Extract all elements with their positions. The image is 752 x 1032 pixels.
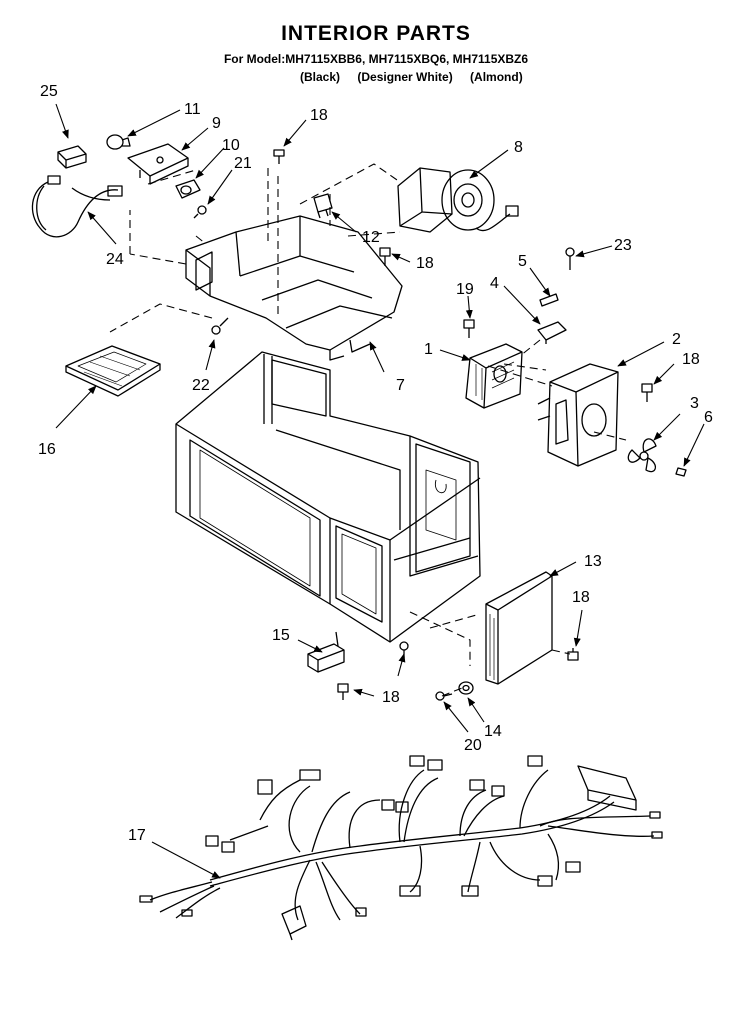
part-5-pin (539, 293, 559, 307)
callout-9: 9 (212, 115, 221, 132)
part-15-bracket (307, 631, 345, 673)
callout-22: 22 (192, 377, 210, 394)
callout-16: 16 (38, 441, 56, 458)
part-16-filter (65, 345, 161, 397)
callout-15: 15 (272, 627, 290, 644)
color-designer-white: (Designer White) (357, 70, 453, 84)
callout-21: 21 (234, 155, 252, 172)
model-line: For Model:MH7115XBB6, MH7115XBQ6, MH7115… (223, 52, 529, 66)
part-17-main-wire-harness (139, 755, 663, 941)
callout-10: 10 (222, 137, 240, 154)
part-22-screw (211, 317, 229, 335)
part-24-wire-harness (31, 175, 123, 238)
part-4-thermostat (537, 321, 567, 344)
part-13-side-panel (485, 571, 553, 685)
part-18-screw-housing (641, 383, 653, 402)
part-23-screw (565, 247, 575, 270)
callout-7: 7 (396, 377, 405, 394)
part-2-fan-housing (537, 363, 619, 467)
part-20-screw (435, 691, 453, 701)
callout-2: 2 (672, 331, 681, 348)
callout-25: 25 (40, 83, 58, 100)
callout-leaders (55, 103, 705, 879)
callout-11: 11 (184, 101, 201, 118)
callout-8: 8 (514, 139, 523, 156)
callout-18-bottom: 18 (382, 689, 400, 706)
part-3-fan-blade (627, 438, 657, 473)
callout-17: 17 (128, 827, 146, 844)
callout-23: 23 (614, 237, 632, 254)
part-8-blower-motor (397, 167, 519, 233)
part-12-switch (313, 193, 333, 219)
callout-3: 3 (690, 395, 699, 412)
color-black: (Black) (300, 70, 341, 84)
part-11-light-bulb (106, 134, 131, 150)
page-title: INTERIOR PARTS (281, 22, 471, 45)
callout-4: 4 (490, 275, 499, 292)
callout-24: 24 (106, 251, 124, 268)
color-almond: (Almond) (470, 70, 523, 84)
callout-12: 12 (362, 229, 380, 246)
callout-6: 6 (704, 409, 713, 426)
callout-13: 13 (584, 553, 602, 570)
part-14-grommet (458, 681, 474, 695)
callout-18-housing: 18 (682, 351, 700, 368)
part-21-screw (193, 205, 207, 219)
part-1-magnetron (465, 343, 523, 409)
assembly-guide-lines (109, 163, 627, 441)
callout-19: 19 (456, 281, 474, 298)
callout-18-top: 18 (310, 107, 328, 124)
callout-5: 5 (518, 253, 527, 270)
color-variants: (Black) (Designer White) (Almond) (300, 70, 537, 84)
callout-1: 1 (424, 341, 433, 358)
part-18-screw-duct (379, 247, 391, 266)
part-10-lamp-socket (175, 179, 201, 199)
callout-20: 20 (464, 737, 482, 754)
part-18-screw-bottom (337, 683, 349, 700)
oven-cavity (175, 351, 481, 643)
part-9-lamp-bracket (127, 143, 189, 185)
callout-14: 14 (484, 723, 502, 740)
callout-18-panel: 18 (572, 589, 590, 606)
part-7-air-duct (185, 215, 403, 361)
part-25-connector-block (57, 145, 87, 169)
callout-18-duct: 18 (416, 255, 434, 272)
part-18-screw-panel (567, 648, 579, 661)
part-6-clip (675, 467, 687, 477)
part-19-screw (463, 319, 475, 338)
part-18-screw-top (273, 149, 285, 164)
